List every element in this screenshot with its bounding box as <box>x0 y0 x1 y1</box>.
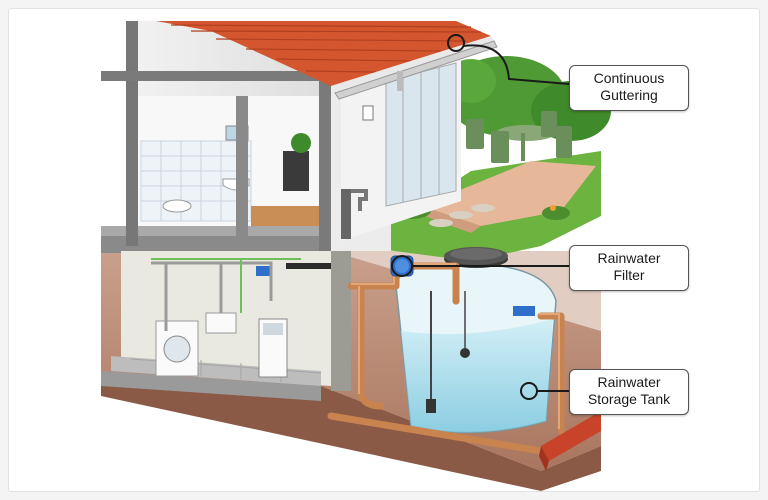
diagram-frame: Continuous Guttering Rainwater Filter Ra… <box>8 8 760 492</box>
rainwater-harvesting-diagram <box>101 21 611 491</box>
house-upper-floor <box>101 21 461 253</box>
callout-leaders <box>391 34 570 400</box>
sewer-pipe <box>539 411 601 471</box>
patio-furniture <box>466 111 572 163</box>
callout-line: Storage Tank <box>587 391 671 407</box>
stepping-stones <box>429 204 495 227</box>
callout-line: Rainwater <box>597 374 661 390</box>
callout-line: Guttering <box>600 87 658 103</box>
basement <box>101 251 351 401</box>
callout-continuous-guttering: Continuous Guttering <box>569 65 689 111</box>
storage-tank <box>395 247 557 434</box>
callout-rainwater-storage-tank: Rainwater Storage Tank <box>569 369 689 415</box>
callout-rainwater-filter: Rainwater Filter <box>569 245 689 291</box>
gutter <box>334 40 498 100</box>
callout-line: Filter <box>613 267 645 283</box>
patio-doors <box>385 62 457 207</box>
callout-line: Continuous <box>593 70 665 86</box>
callout-line: Rainwater <box>597 250 661 266</box>
